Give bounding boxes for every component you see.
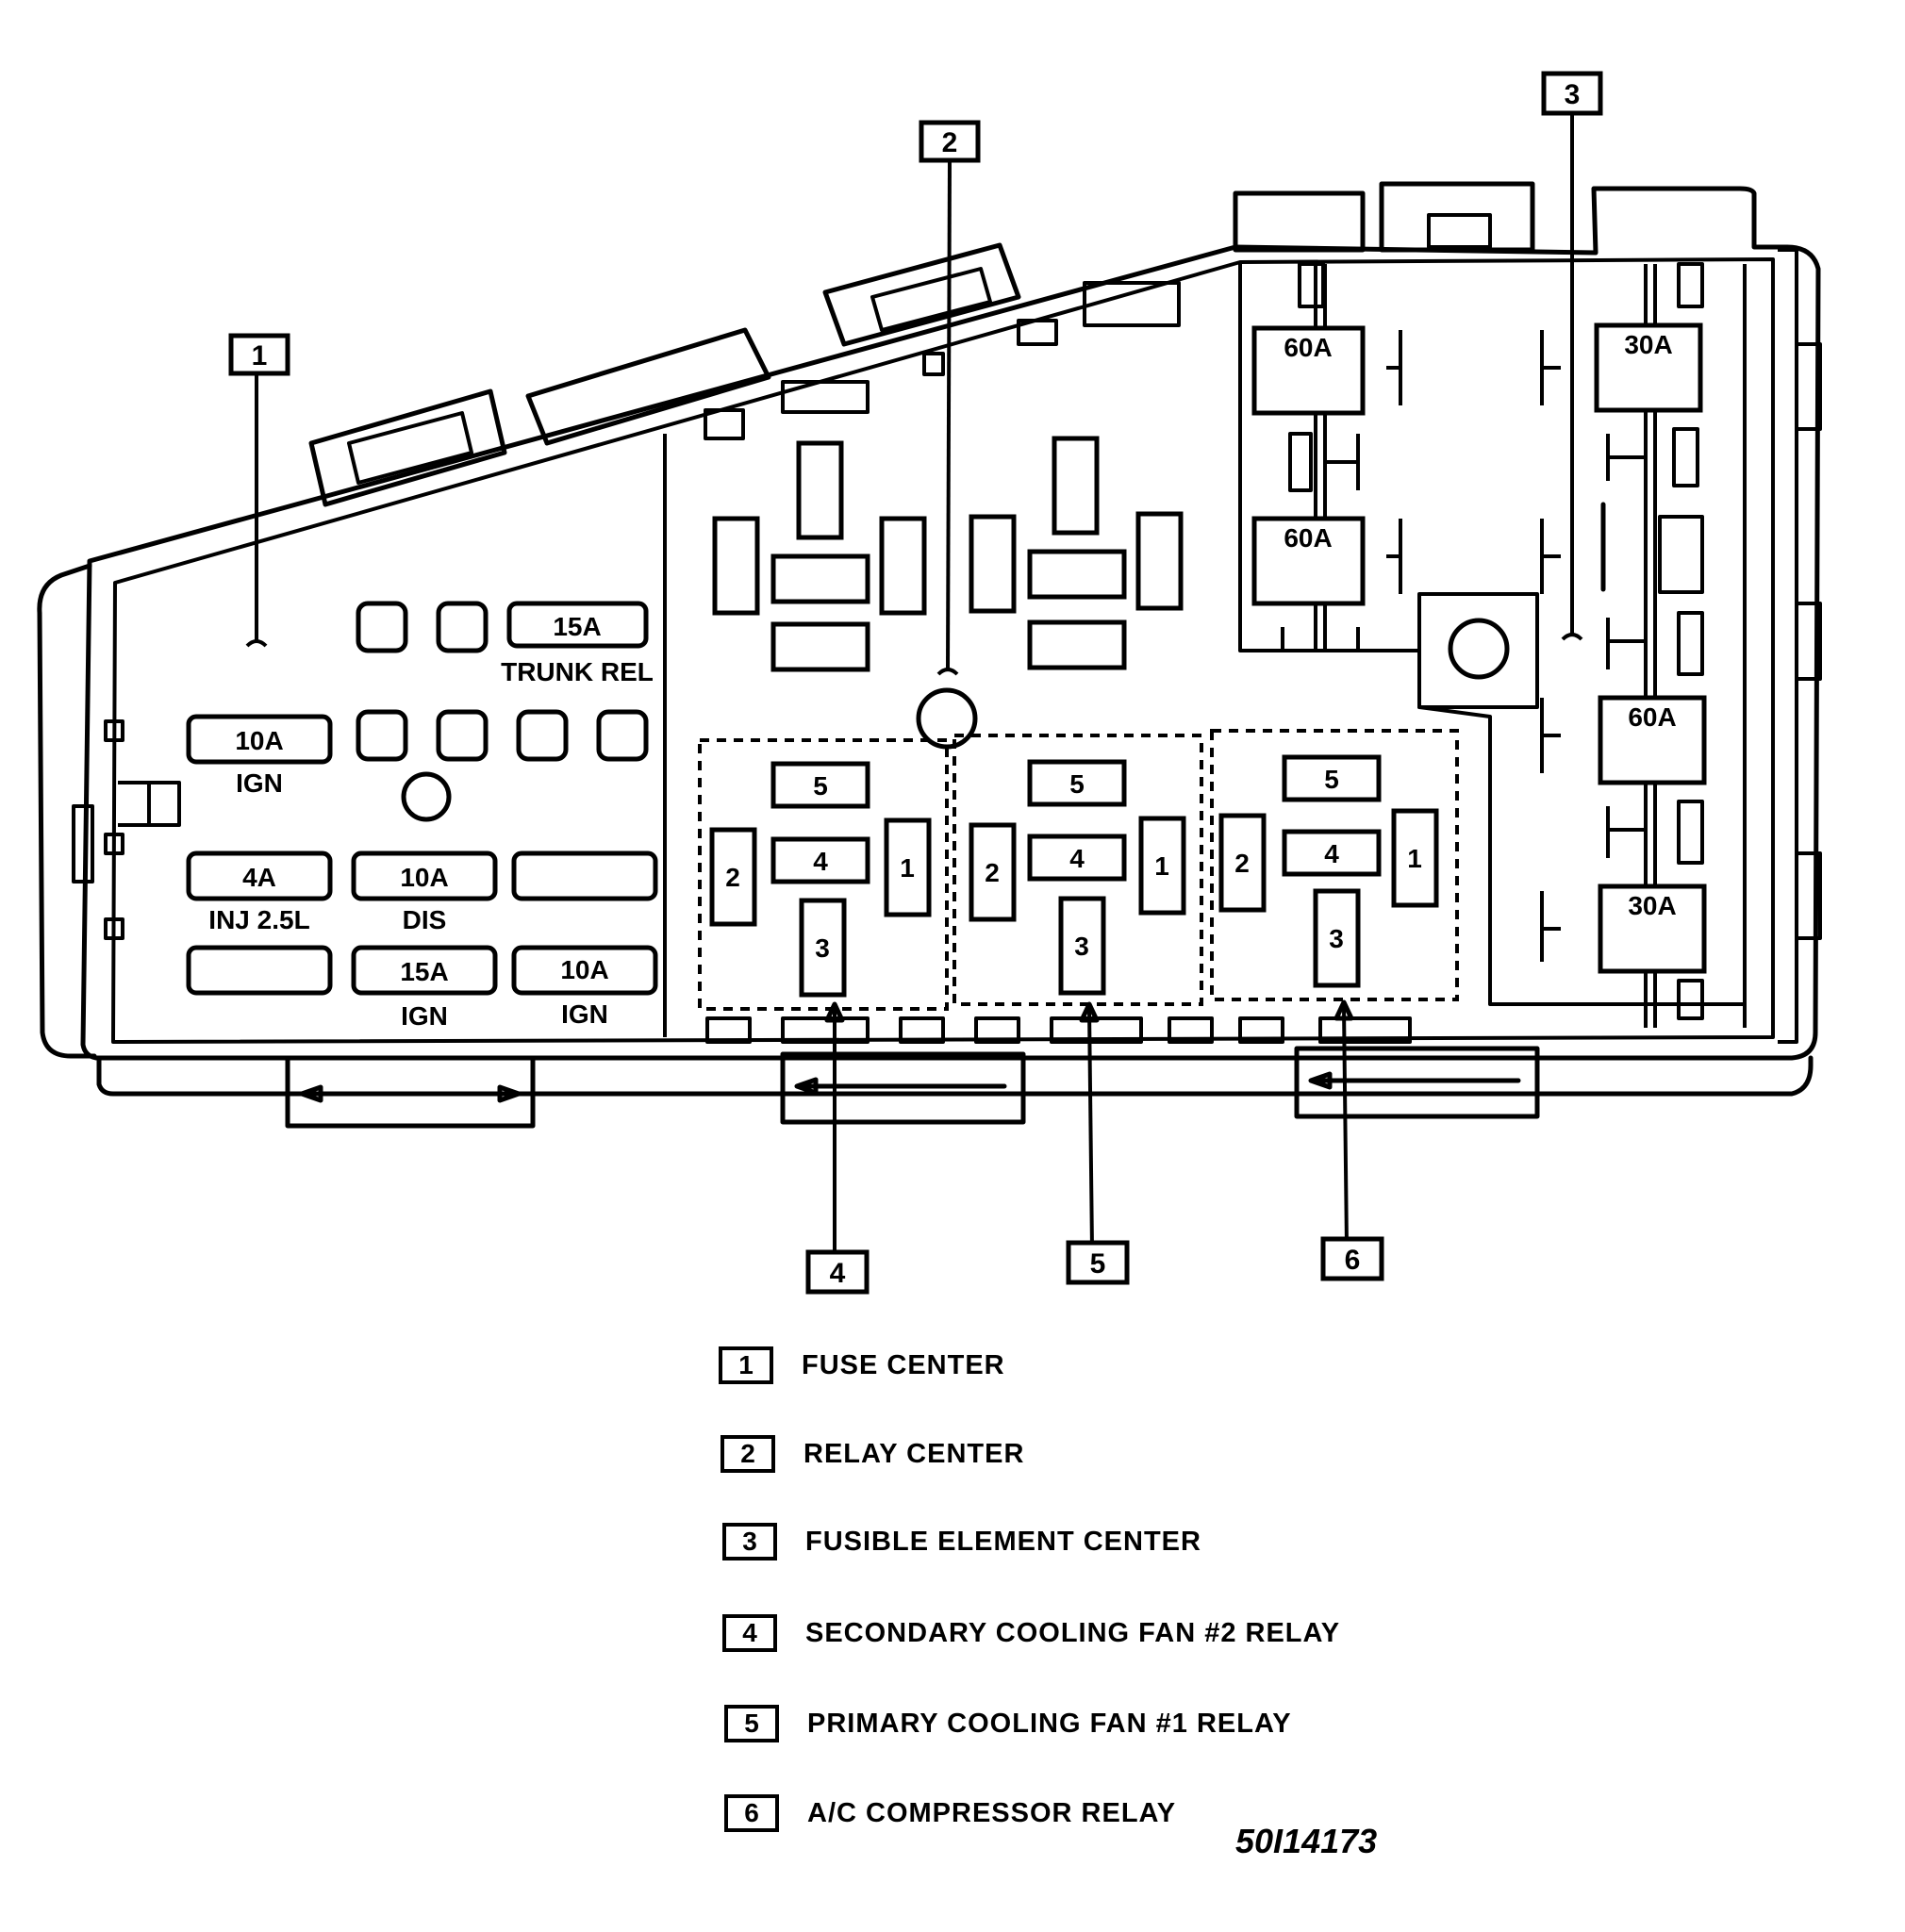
legend-item: 4 SECONDARY COOLING FAN #2 RELAY (722, 1614, 1340, 1652)
relay-center (712, 436, 1184, 750)
fusible-label: 60A (1284, 333, 1332, 362)
legend-number: 4 (722, 1614, 777, 1652)
relay-slot-label: 2 (985, 858, 1000, 887)
legend-label: FUSE CENTER (802, 1349, 1005, 1380)
legend-number: 5 (724, 1705, 779, 1742)
legend-item: 2 RELAY CENTER (721, 1435, 1024, 1473)
bottom-brackets (285, 1016, 1540, 1129)
fuse-slot (356, 601, 408, 653)
fuse-label: 10A (400, 863, 448, 892)
fuse-slot (596, 709, 649, 762)
relay-slot-label: 5 (1069, 769, 1085, 799)
fuse-10a-ign-2 (511, 945, 658, 996)
legend-label: RELAY CENTER (803, 1438, 1025, 1469)
fuse-caption: IGN (401, 1001, 448, 1031)
fuse-slot (516, 709, 569, 762)
callout-1: 1 (228, 333, 290, 376)
svg-text:2: 2 (942, 127, 958, 158)
svg-text:3: 3 (1565, 79, 1581, 110)
fuse-center: 15A TRUNK REL 10A IGN 4A INJ 2.5L 10A DI… (186, 601, 658, 1031)
relay-slot-label: 1 (900, 853, 915, 883)
fuse-caption: TRUNK REL (501, 657, 654, 686)
legend-number: 6 (724, 1794, 779, 1832)
svg-text:4: 4 (830, 1258, 846, 1289)
legend-item: 3 FUSIBLE ELEMENT CENTER (722, 1523, 1201, 1560)
svg-text:1: 1 (252, 340, 268, 372)
legend-item: 1 FUSE CENTER (719, 1346, 1005, 1384)
relay-slot-label: 2 (1234, 849, 1250, 878)
legend-item: 6 A/C COMPRESSOR RELAY (724, 1794, 1176, 1832)
fusible-label: 60A (1628, 702, 1676, 732)
svg-text:6: 6 (1345, 1245, 1361, 1276)
callout-2: 2 (919, 120, 981, 163)
top-connectors (308, 181, 1535, 507)
relay-slot-label: 1 (1407, 844, 1422, 873)
legend-label: PRIMARY COOLING FAN #1 RELAY (807, 1708, 1292, 1739)
relay-slot-label: 3 (1074, 932, 1089, 961)
fuse-label: 15A (553, 612, 601, 641)
legend-label: A/C COMPRESSOR RELAY (807, 1797, 1177, 1828)
fuse-10a-ign (186, 714, 333, 765)
fuse-caption: IGN (236, 768, 283, 798)
relay-slot-label: 3 (815, 933, 830, 963)
legend-number: 2 (721, 1435, 775, 1473)
figure-id: 50I14173 (1235, 1822, 1378, 1860)
legend-label: SECONDARY COOLING FAN #2 RELAY (805, 1617, 1341, 1648)
relay-slot-label: 4 (813, 847, 828, 876)
callout-6: 6 (1320, 1236, 1384, 1281)
legend-item: 5 PRIMARY COOLING FAN #1 RELAY (724, 1705, 1292, 1742)
fuse-15a-trunk (506, 601, 649, 649)
relay-slot-label: 5 (813, 771, 828, 801)
fuse-10a-dis (351, 850, 498, 901)
fuse-label: 4A (242, 863, 276, 892)
relay-slot-label: 1 (1154, 851, 1169, 881)
callout-3: 3 (1541, 71, 1603, 116)
fuse-slot (436, 601, 489, 653)
legend-label: FUSIBLE ELEMENT CENTER (805, 1526, 1201, 1557)
relay-group-4: 5 4 2 1 3 (698, 738, 949, 1011)
fusible-label: 60A (1284, 523, 1332, 553)
fuse-slot (356, 709, 408, 762)
fusible-label: 30A (1624, 330, 1672, 359)
relay-slot-label: 3 (1329, 924, 1344, 953)
relay-slot-label: 2 (725, 863, 740, 892)
fuse-caption: IGN (561, 999, 608, 1029)
housing-outline (37, 186, 1822, 1097)
relay-group-5: 5 4 2 1 3 (952, 734, 1203, 1006)
fuse-caption: INJ 2.5L (208, 905, 309, 934)
fuse-label: 15A (400, 957, 448, 986)
fuse-4a-inj (186, 850, 333, 901)
fusible-label: 30A (1628, 891, 1676, 920)
relay-slot-label: 5 (1324, 765, 1339, 794)
relay-slot-label: 4 (1324, 839, 1339, 868)
svg-text:5: 5 (1090, 1248, 1106, 1280)
relay-group-6: 5 4 2 1 3 (1210, 729, 1459, 1001)
relay-slot-label: 4 (1069, 844, 1085, 873)
callout-4: 4 (805, 1249, 870, 1295)
fuse-label: 10A (560, 955, 608, 984)
fuse-empty (186, 945, 333, 996)
legend-number: 1 (719, 1346, 773, 1384)
callout-5: 5 (1066, 1240, 1130, 1285)
fuse-label: 10A (235, 726, 283, 755)
fuse-slot (436, 709, 489, 762)
fuse-15a-ign (351, 945, 498, 996)
legend-number: 3 (722, 1523, 777, 1560)
fusible-element-center: 60A 60A 30A 60A 30A (1238, 262, 1747, 1028)
fuse-caption: DIS (403, 905, 447, 934)
fuse-empty (511, 850, 658, 901)
callout-leaders (245, 111, 1583, 1259)
